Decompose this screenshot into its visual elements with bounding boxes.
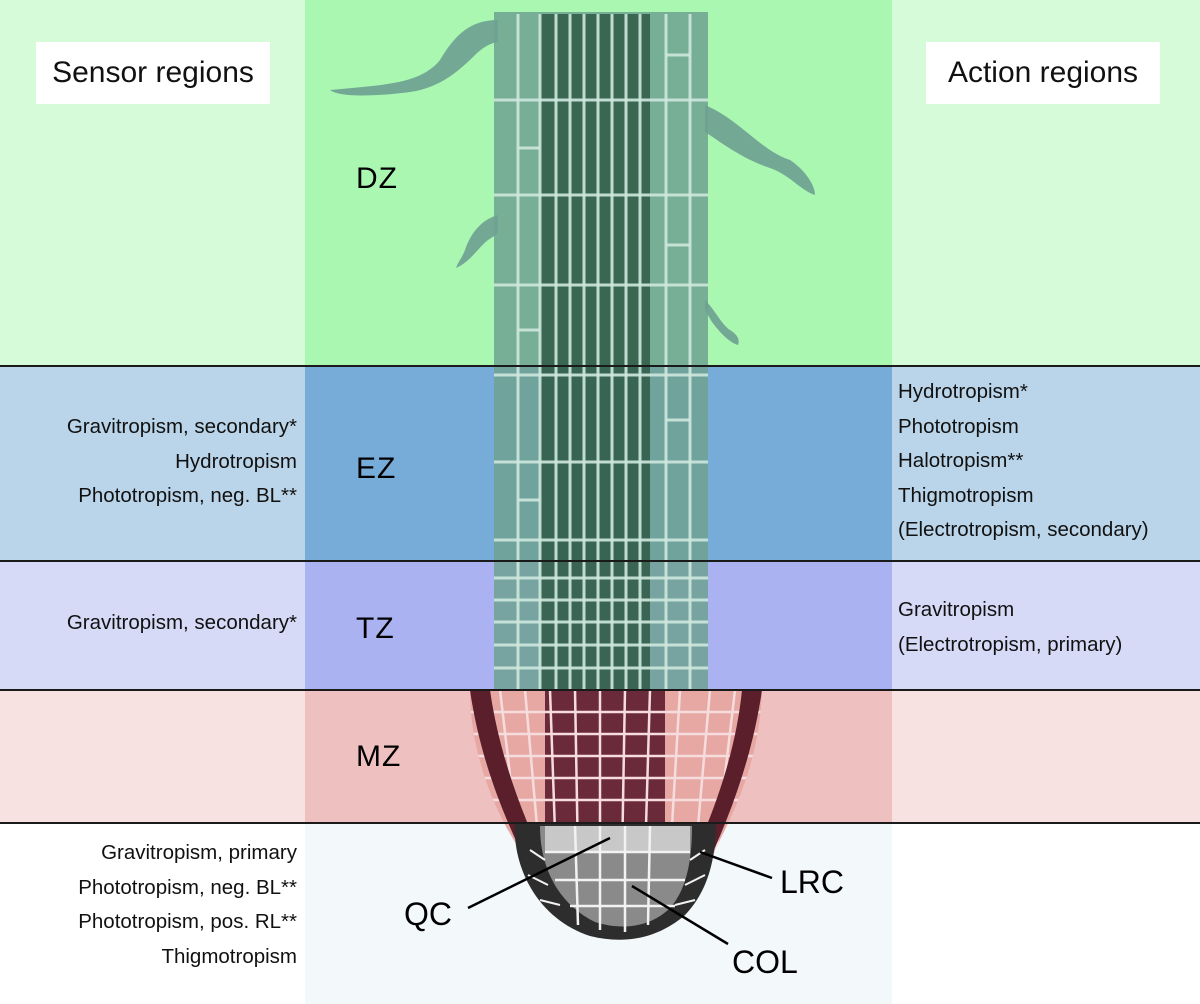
zone-label-mz: MZ	[356, 740, 402, 773]
zone-divider	[0, 560, 1200, 562]
sensor-item: Gravitropism, primary	[101, 841, 297, 864]
lrc-label: LRC	[780, 864, 845, 900]
sensor-item: Gravitropism, secondary*	[66, 611, 297, 634]
lrc-leader-line	[699, 850, 773, 880]
tz-sensor-list: Gravitropism, secondary*	[0, 606, 297, 641]
tz-action-panel	[892, 561, 1200, 690]
root-cap	[514, 822, 716, 940]
zone-divider	[0, 365, 1200, 367]
mz-action-panel	[892, 690, 1200, 823]
root-cell-files	[494, 12, 708, 690]
zone-label-tz: TZ	[356, 612, 395, 645]
cap-sensor-list: Gravitropism, primary Phototropism, neg.…	[0, 836, 297, 974]
sensor-regions-header: Sensor regions	[36, 42, 270, 104]
action-regions-header: Action regions	[926, 42, 1160, 104]
tz-sensor-panel	[0, 561, 305, 690]
sensor-item: Phototropism, pos. RL**	[78, 910, 297, 933]
sensor-item: Thigmotropism	[161, 944, 297, 968]
qc-label: QC	[404, 896, 452, 932]
action-item: Hydrotropism*	[898, 380, 1028, 403]
leader-lines	[467, 836, 773, 946]
zone-divider	[0, 822, 1200, 824]
action-item: Halotropism**	[898, 449, 1024, 472]
col-leader-line	[631, 884, 729, 946]
sensor-item: Gravitropism, secondary*	[66, 415, 297, 438]
tz-action-list: Gravitropism (Electrotropism, primary)	[898, 593, 1198, 662]
qc-leader-line	[467, 836, 611, 910]
action-item: Gravitropism	[898, 598, 1015, 621]
cap-sensor-panel	[0, 823, 305, 1004]
ez-action-panel	[892, 366, 1200, 561]
zone-divider	[0, 689, 1200, 691]
ez-sensor-panel	[0, 366, 305, 561]
mz-sensor-panel	[0, 690, 305, 823]
root-hairs	[330, 20, 815, 345]
col-label: COL	[732, 944, 798, 980]
action-item: (Electrotropism, primary)	[898, 632, 1123, 656]
ez-sensor-list: Gravitropism, secondary* Hydrotropism Ph…	[0, 410, 297, 514]
sensor-item: Phototropism, neg. BL**	[78, 875, 297, 899]
sensor-item: Hydrotropism	[175, 449, 297, 473]
zone-label-ez: EZ	[356, 452, 397, 485]
sensor-item: Phototropism, neg. BL**	[78, 484, 297, 507]
cap-action-panel	[892, 823, 1200, 1004]
action-item: Thigmotropism	[898, 483, 1034, 507]
zone-label-dz: DZ	[356, 162, 398, 195]
action-item: Phototropism	[898, 414, 1019, 438]
action-item: (Electrotropism, secondary)	[898, 518, 1149, 541]
ez-action-list: Hydrotropism* Phototropism Halotropism**…	[898, 375, 1198, 548]
